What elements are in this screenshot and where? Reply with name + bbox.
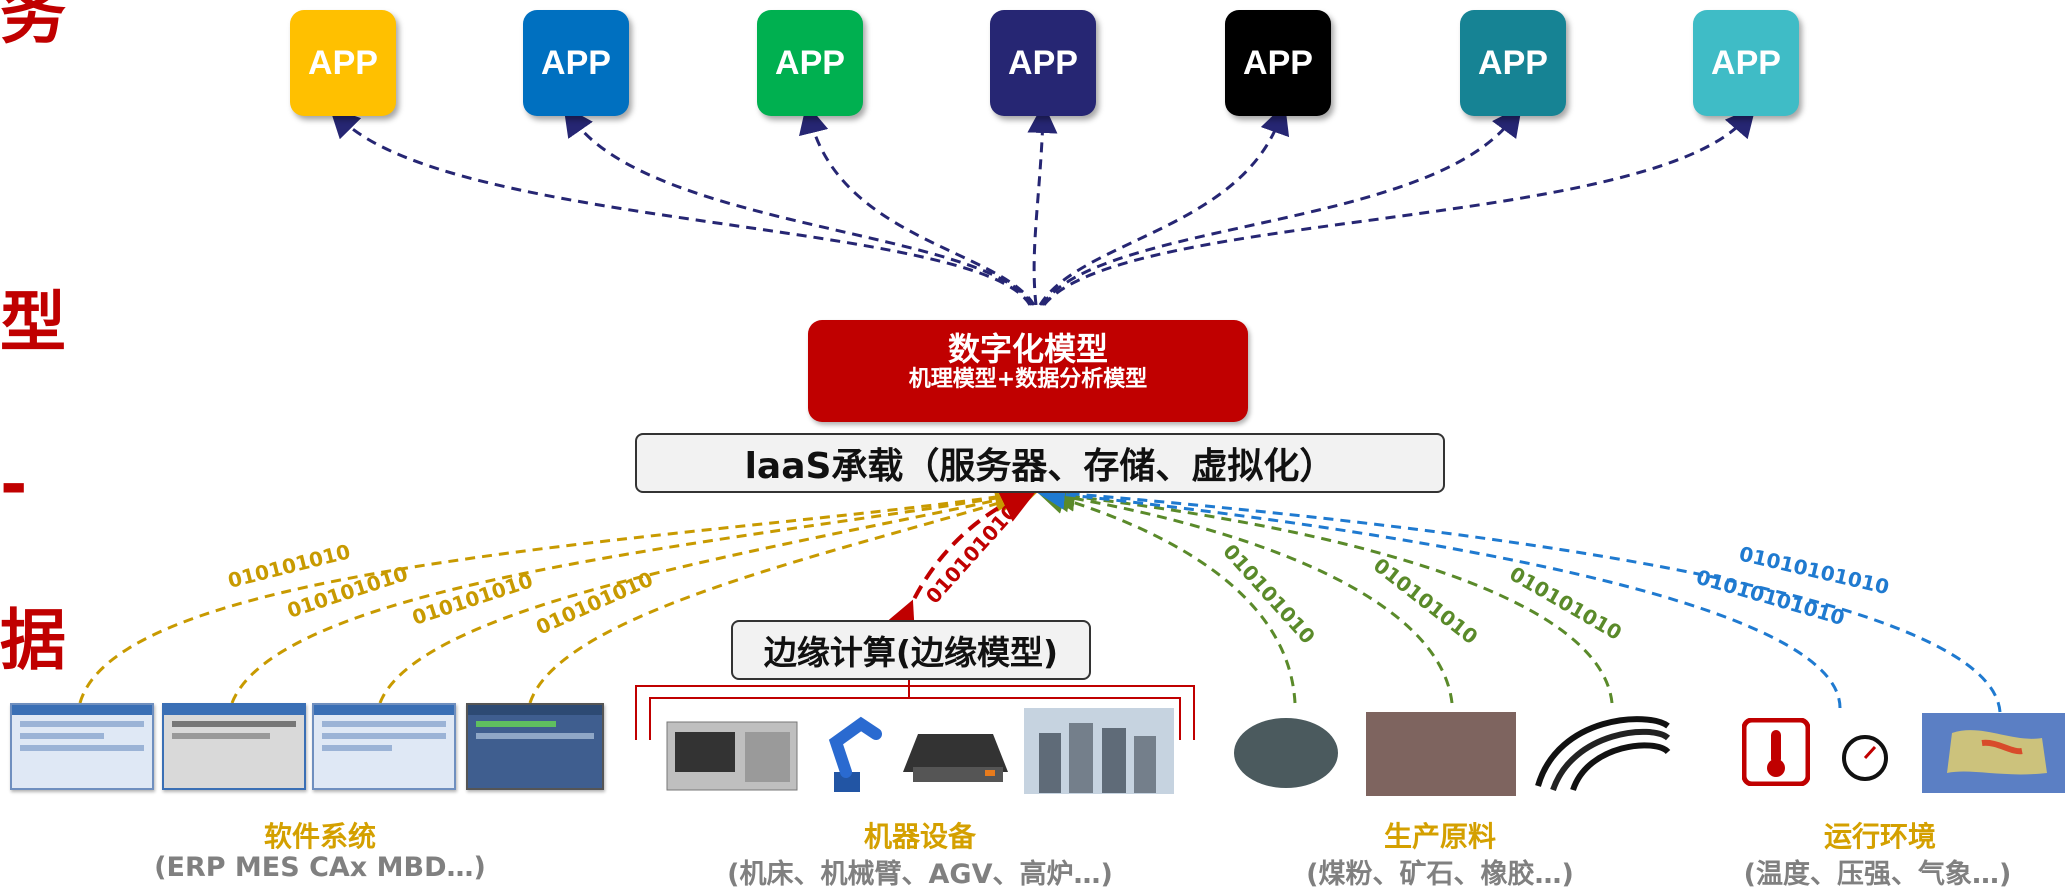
edge-link: [878, 485, 1041, 645]
weather-map-image: [1922, 713, 2065, 793]
app-tile-5[interactable]: APP: [1225, 10, 1331, 116]
environment-link-1: [1035, 479, 1842, 709]
category-environment-subtitle: (温度、压强、气象…): [1743, 859, 2012, 890]
app-tile-1[interactable]: APP: [290, 10, 396, 116]
app-tile-6[interactable]: APP: [1460, 10, 1566, 116]
pressure-gauge-icon: [1842, 735, 1888, 781]
app-tile-2[interactable]: APP: [523, 10, 629, 116]
binary-label-edge: 010101010: [921, 499, 1023, 608]
category-machines-title: 机器设备: [863, 820, 976, 853]
robot-arm-image: [828, 716, 882, 792]
app-link-2: [563, 105, 1034, 306]
software-screenshot-1: [10, 703, 154, 790]
binary-label-software-4: 010101010: [532, 567, 656, 640]
app-link-3: [799, 103, 1036, 306]
software-screenshot-3: [312, 703, 456, 790]
thermometer-icon: [1742, 718, 1810, 786]
category-materials-title: 生产原料: [1383, 820, 1496, 853]
edge-bracket-inner: [649, 697, 1181, 740]
software-link-1: [78, 482, 1025, 704]
edge-computing-box: 边缘计算(边缘模型): [731, 620, 1091, 680]
binary-label-material-1: 010101010: [1218, 539, 1320, 648]
software-screenshot-4: [466, 703, 604, 790]
app-tile-4[interactable]: APP: [990, 10, 1096, 116]
app-link-4: [1027, 103, 1058, 306]
iaas-bar: laaS承载（服务器、存储、虚拟化）: [635, 433, 1445, 493]
app-tile-7[interactable]: APP: [1693, 10, 1799, 116]
iaas-label: laaS承载（服务器、存储、虚拟化）: [744, 446, 1336, 487]
blast-furnace-image: [1024, 708, 1174, 794]
binary-label-software-3: 010101010: [409, 568, 536, 630]
side-char-2: 型: [0, 284, 66, 361]
category-materials-subtitle: (煤粉、矿石、橡胶…): [1306, 859, 1574, 890]
edge-computing-label: 边缘计算(边缘模型): [763, 633, 1059, 672]
category-software-title: 软件系统: [263, 820, 376, 853]
side-char-3: -: [0, 446, 28, 523]
cnc-machine-image: [666, 721, 798, 791]
app-link-5: [1038, 103, 1290, 306]
material-link-3: [1045, 481, 1614, 704]
side-char-1: 务: [0, 0, 66, 53]
coal-powder-image: [1234, 718, 1338, 788]
rubber-image: [1528, 706, 1674, 792]
agv-image: [903, 734, 1008, 782]
ore-image: [1366, 712, 1516, 796]
category-software-subtitle: (ERP MES CAx MBD…): [154, 852, 486, 883]
digital-model-subtitle: 机理模型+数据分析模型: [908, 367, 1148, 393]
side-char-4: 据: [0, 602, 66, 679]
app-tile-3[interactable]: APP: [757, 10, 863, 116]
software-screenshot-2: [162, 703, 306, 790]
app-link-1: [329, 107, 1032, 306]
digital-model-box: 数字化模型 机理模型+数据分析模型: [808, 320, 1248, 422]
app-link-6: [1040, 105, 1522, 306]
category-environment-title: 运行环境: [1823, 820, 1936, 853]
material-link-2: [1040, 482, 1454, 704]
material-link-1: [1035, 484, 1297, 704]
edge-bracket-outer: [635, 685, 1195, 740]
category-machines-subtitle: (机床、机械臂、AGV、高炉…): [727, 859, 1113, 890]
app-link-7: [1042, 106, 1756, 306]
digital-model-title: 数字化模型: [947, 330, 1108, 368]
